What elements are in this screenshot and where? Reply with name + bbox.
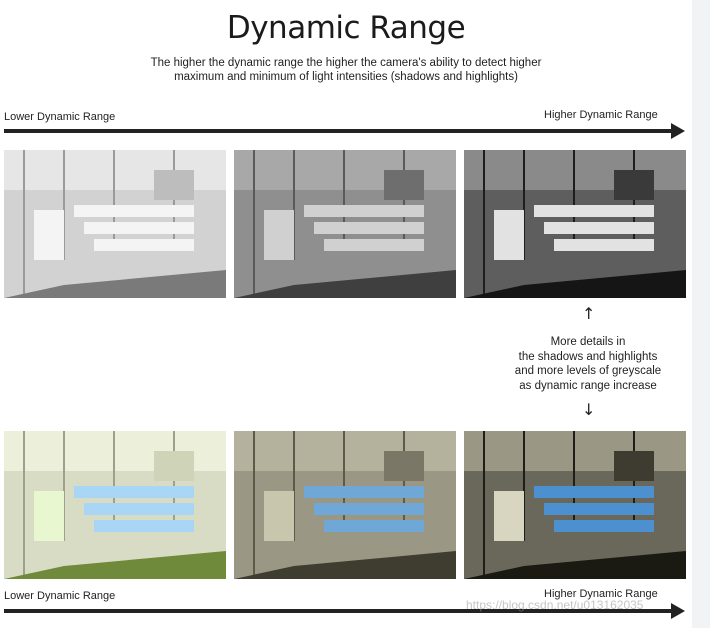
grayscale-low-dynamic-range-image bbox=[4, 150, 226, 298]
dynamic-range-note: More details in the shadows and highligh… bbox=[496, 335, 680, 393]
page-subtitle: The higher the dynamic range the higher … bbox=[150, 57, 542, 83]
page-title: Dynamic Range bbox=[226, 10, 466, 46]
bottom-range-arrow-line bbox=[4, 609, 672, 613]
note-line-2: the shadows and highlights bbox=[518, 350, 658, 363]
color-high-dynamic-range-image bbox=[464, 431, 686, 579]
color-low-dynamic-range-image bbox=[4, 431, 226, 579]
bottom-lower-range-label: Lower Dynamic Range bbox=[4, 590, 116, 602]
grayscale-high-dynamic-range-image bbox=[464, 150, 686, 298]
note-line-1: More details in bbox=[550, 336, 626, 348]
note-line-4: as dynamic range increase bbox=[519, 379, 657, 392]
bottom-higher-range-label: Higher Dynamic Range bbox=[544, 588, 658, 600]
down-arrow-icon: ↓ bbox=[582, 400, 596, 419]
bottom-range-arrow-head-icon bbox=[671, 603, 685, 619]
grayscale-mid-dynamic-range-image bbox=[234, 150, 456, 298]
watermark-text: https://blog.csdn.net/u013162035 bbox=[466, 598, 644, 612]
up-arrow-icon: ↑ bbox=[582, 304, 596, 323]
color-mid-dynamic-range-image bbox=[234, 431, 456, 579]
top-higher-range-label: Higher Dynamic Range bbox=[544, 109, 658, 121]
note-line-3: and more levels of greyscale bbox=[514, 365, 662, 377]
top-range-arrow-line bbox=[4, 129, 672, 133]
right-margin-strip bbox=[692, 0, 710, 628]
top-range-arrow-head-icon bbox=[671, 123, 685, 139]
top-lower-range-label: Lower Dynamic Range bbox=[4, 111, 116, 123]
